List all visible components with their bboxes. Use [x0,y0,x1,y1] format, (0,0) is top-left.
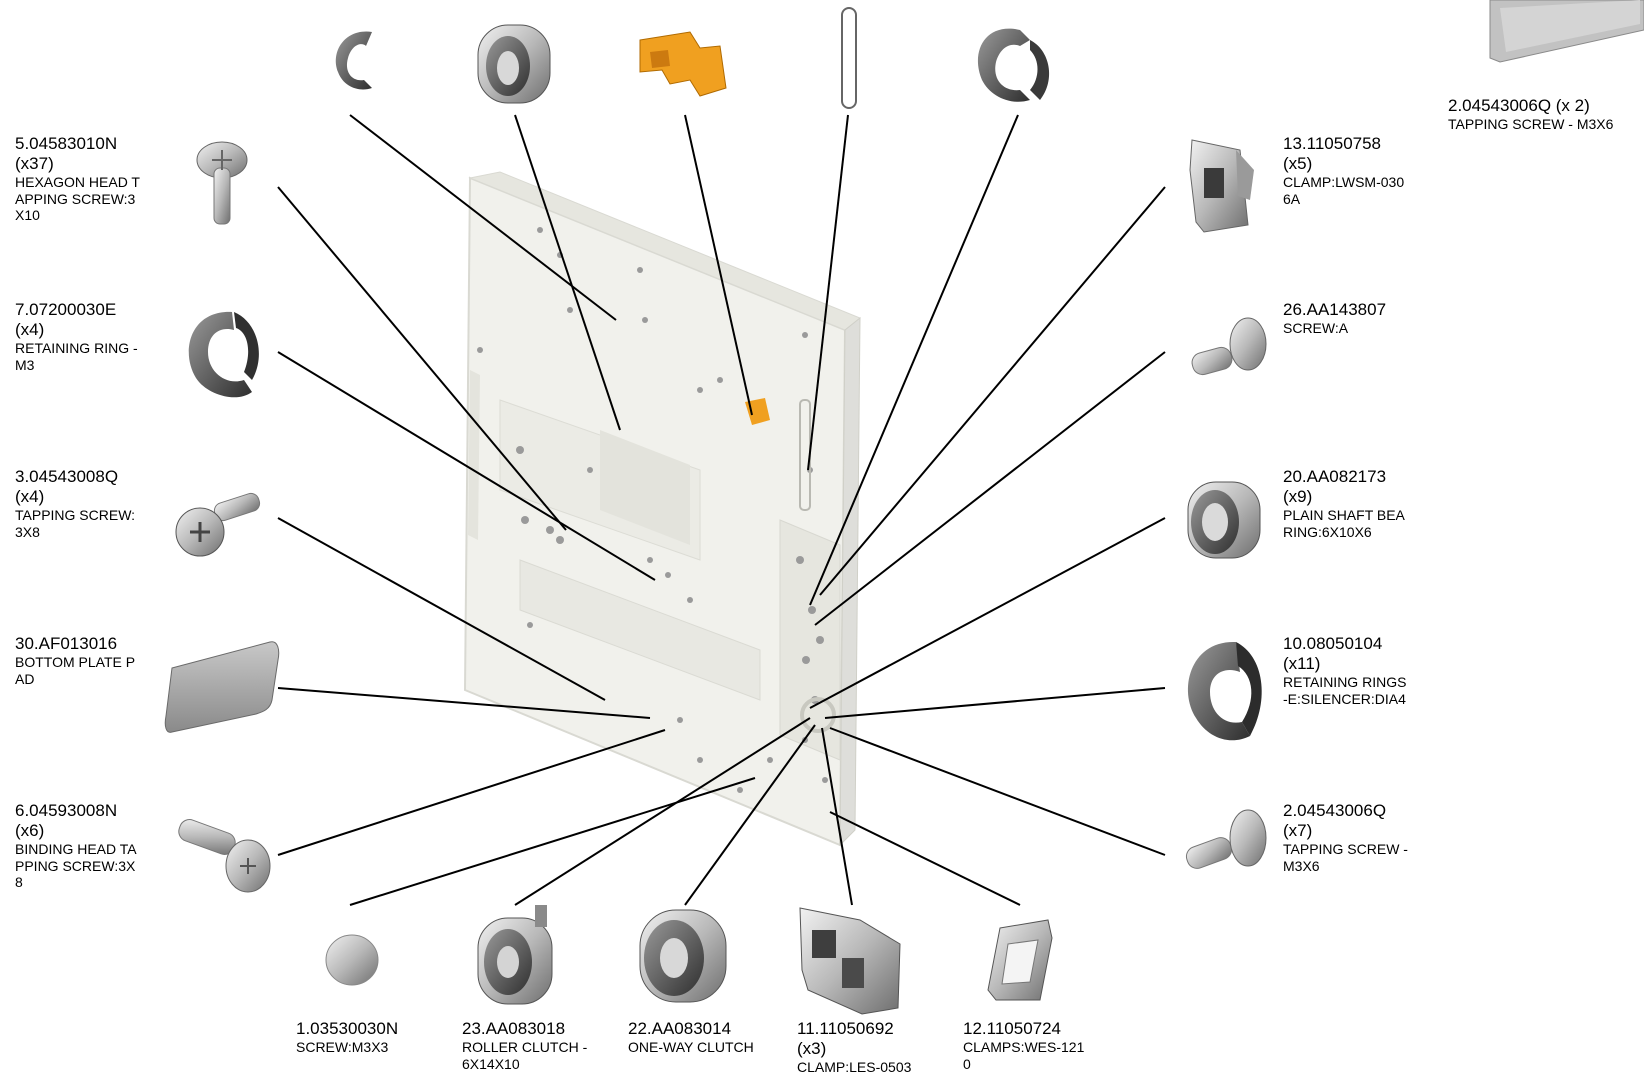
part-number: 6.04593008N [15,801,118,820]
part-description: PPING SCREW:3X [15,857,136,874]
retaining-ring-large-icon [977,28,1050,102]
part-quantity: (x4) [15,320,45,340]
part-number: 10.08050104 [1283,634,1383,653]
label-left-1: 5.04583010N (x37) HEXAGON HEAD T APPING … [15,134,140,224]
part-description: ONE-WAY CLUTCH [628,1039,754,1056]
label-left-2: 7.07200030E (x4) RETAINING RING - M3 [15,300,138,373]
cover-plate-icon [1489,0,1644,63]
label-bottom-1: 1.03530030N SCREW:M3X3 [296,1019,398,1056]
part-description: BOTTOM PLATE P [15,654,136,671]
label-top-right: 2.04543006Q (x 2) TAPPING SCREW - M3X6 [1448,96,1613,133]
part-description: RETAINING RING - [15,340,138,357]
screw-m3x3-icon [325,934,379,986]
part-description: 8 [15,874,23,891]
clamps-wes-icon [987,919,1053,1001]
part-description: 0 [963,1055,971,1072]
part-description: 6X14X10 [462,1055,520,1072]
part-quantity: (x5) [1283,154,1313,174]
part-number: 23.AA083018 [462,1019,566,1038]
part-number: 1.03530030N [296,1019,399,1038]
orange-bracket-icon [639,31,727,97]
part-number: 30.AF013016 [15,634,118,653]
hexagon-head-screw-icon [196,141,248,225]
part-description: HEXAGON HEAD T [15,174,140,191]
label-bottom-5: 12.11050724 CLAMPS:WES-121 0 [963,1019,1084,1072]
part-number: 22.AA083014 [628,1019,732,1038]
part-description: TAPPING SCREW - M3X6 [1448,116,1614,133]
part-quantity: (x7) [1283,821,1313,841]
part-number: 20.AA082173 [1283,467,1387,486]
part-quantity: (x4) [15,487,45,507]
part-description: 3X8 [15,523,40,540]
part-description: X10 [15,207,40,224]
roller-clutch-icon [477,905,553,1005]
clamp-les-icon [799,907,901,1015]
part-number: 7.07200030E [15,300,117,319]
part-number: 3.04543008Q [15,467,119,486]
part-description: BINDING HEAD TA [15,841,137,858]
retaining-ring-silencer-icon [1188,641,1262,741]
tapping-screw-m3x6-icon [1185,809,1267,869]
bottom-plate-pad-icon [164,641,280,733]
binding-head-screw-icon [178,819,271,893]
leader-lines [277,114,1166,906]
spring-icon [841,7,857,109]
label-left-5: 6.04593008N (x6) BINDING HEAD TA PPING S… [15,801,137,891]
label-right-3: 20.AA082173 (x9) PLAIN SHAFT BEA RING:6X… [1283,467,1405,540]
clamp-lwsm-icon [1189,139,1254,233]
part-description: M3 [15,356,35,373]
part-description: SCREW:A [1283,320,1349,337]
part-quantity: (x9) [1283,487,1313,507]
part-description: AD [15,670,35,687]
part-number: 13.11050758 [1283,134,1382,153]
part-number: 12.11050724 [963,1019,1062,1038]
part-description: TAPPING SCREW: [15,507,136,524]
part-quantity: (x6) [15,821,45,841]
label-left-4: 30.AF013016 BOTTOM PLATE P AD [15,634,135,687]
retaining-ring-m3-icon [188,311,259,398]
part-description: 6A [1283,190,1301,207]
part-quantity: (x3) [797,1039,827,1059]
part-description: RING:6X10X6 [1283,523,1372,540]
label-right-4: 10.08050104 (x11) RETAINING RINGS -E:SIL… [1283,634,1406,707]
label-bottom-2: 23.AA083018 ROLLER CLUTCH - 6X14X10 [462,1019,587,1072]
label-bottom-4: 11.11050692 (x3) CLAMP:LES-0503 [797,1019,911,1076]
label-right-1: 13.11050758 (x5) CLAMP:LWSM-030 6A [1283,134,1404,207]
part-description: TAPPING SCREW - [1283,841,1408,858]
part-description: CLAMP:LWSM-030 [1283,174,1405,191]
retaining-ring-small-icon [335,31,372,90]
part-number: 26.AA143807 [1283,300,1387,319]
bearing-top-icon [477,24,551,104]
part-description: SCREW:M3X3 [296,1039,389,1056]
part-description: RETAINING RINGS [1283,674,1407,691]
part-description: ROLLER CLUTCH - [462,1039,588,1056]
main-frame-assembly [463,171,861,847]
label-bottom-3: 22.AA083014 ONE-WAY CLUTCH [628,1019,754,1056]
part-description: CLAMPS:WES-121 [963,1039,1085,1056]
part-number: 2.04543006Q (x 2) [1448,96,1590,115]
label-right-2: 26.AA143807 SCREW:A [1283,300,1386,337]
one-way-clutch-icon [639,909,727,1003]
tapping-screw-3x8-icon [175,492,261,557]
part-number: 5.04583010N [15,134,118,153]
part-description: APPING SCREW:3 [15,190,136,207]
plain-shaft-bearing-icon [1187,481,1261,559]
part-number: 11.11050692 [797,1019,894,1038]
part-number: 2.04543006Q [1283,801,1387,820]
label-left-3: 3.04543008Q (x4) TAPPING SCREW: 3X8 [15,467,135,540]
part-description: PLAIN SHAFT BEA [1283,507,1405,524]
screw-a-icon [1191,317,1267,376]
part-description: M3X6 [1283,857,1320,874]
part-quantity: (x11) [1283,654,1321,674]
label-right-5: 2.04543006Q (x7) TAPPING SCREW - M3X6 [1283,801,1408,874]
part-quantity: (x37) [15,154,54,174]
part-description: -E:SILENCER:DIA4 [1283,690,1406,707]
part-description: CLAMP:LES-0503 [797,1059,912,1076]
